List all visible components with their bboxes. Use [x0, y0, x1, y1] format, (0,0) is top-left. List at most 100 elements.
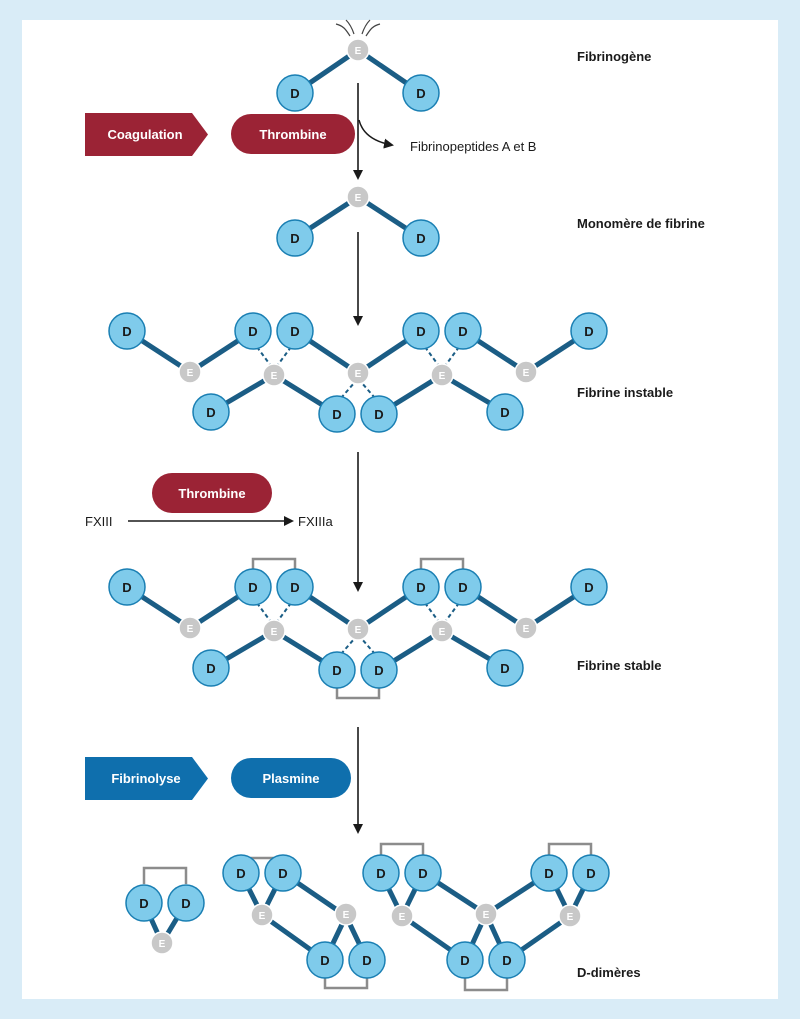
d-domain-label: D	[418, 866, 427, 881]
e-domain-circle	[250, 903, 274, 927]
e-domain-label: E	[355, 193, 362, 204]
noncovalent-bond	[444, 602, 460, 623]
plasmine-label: Plasmine	[262, 771, 319, 786]
e-domain-label: E	[483, 910, 490, 921]
d-domain-circle	[402, 74, 440, 112]
e-domain-circle	[178, 360, 202, 384]
noncovalent-bond	[276, 346, 292, 367]
diagram-panel	[22, 20, 778, 999]
d-domain-circle	[402, 568, 440, 606]
e-domain-label: E	[271, 371, 278, 382]
noncovalent-bond	[424, 346, 440, 367]
d-domain-circle	[348, 941, 386, 979]
d-domain-node: D	[570, 312, 608, 350]
e-domain-node: E	[346, 38, 370, 62]
d-domain-label: D	[376, 866, 385, 881]
d-domain-node: D	[570, 568, 608, 606]
d-domain-node: D	[318, 395, 356, 433]
e-domain-circle	[346, 38, 370, 62]
stage-label-ddimers: D-dimères	[577, 965, 641, 980]
d-domain-node: D	[486, 393, 524, 431]
covalent-crosslink	[142, 866, 188, 884]
plasmine-enzyme: Plasmine	[231, 758, 351, 798]
d-domain-label: D	[332, 407, 341, 422]
d-domain-label: D	[416, 580, 425, 595]
coagulation-arrow-shape	[85, 113, 208, 156]
e-domain-node: E	[558, 904, 582, 928]
d-domain-label: D	[544, 866, 553, 881]
covalent-crosslink	[323, 975, 369, 990]
d-domain-node: D	[318, 651, 356, 689]
fibrinopeptide-release-arrow	[358, 119, 394, 149]
d-domain-circle	[360, 651, 398, 689]
e-domain-node: E	[250, 903, 274, 927]
d-domain-node: D	[446, 941, 484, 979]
d-domain-node: D	[488, 941, 526, 979]
e-domain-node: E	[514, 360, 538, 384]
d-domain-circle	[234, 312, 272, 350]
covalent-crosslink	[419, 557, 465, 573]
d-domain-circle	[108, 568, 146, 606]
e-domain-node: E	[346, 617, 370, 641]
d-domain-node: D	[444, 568, 482, 606]
covalent-crosslink	[335, 684, 381, 700]
covalent-crosslink	[379, 842, 425, 858]
e-domain-circle	[150, 931, 174, 955]
d-domain-circle	[570, 568, 608, 606]
d-domain-node: D	[402, 568, 440, 606]
e-domain-node: E	[390, 904, 414, 928]
e-domain-node: E	[514, 616, 538, 640]
fibrinolyse-process: Fibrinolyse	[85, 757, 208, 800]
e-domain-node: E	[262, 619, 286, 643]
d-domain-circle	[402, 312, 440, 350]
e-domain-circle	[514, 360, 538, 384]
noncovalent-bond	[340, 381, 356, 399]
noncovalent-bond	[424, 602, 440, 623]
d-domain-label: D	[248, 580, 257, 595]
e-domain-node: E	[430, 363, 454, 387]
d-domain-node: D	[402, 312, 440, 350]
d-domain-node: D	[108, 312, 146, 350]
e-domain-circle	[346, 617, 370, 641]
d-domain-label: D	[586, 866, 595, 881]
coagulation-label: Coagulation	[107, 127, 182, 142]
e-domain-circle	[558, 904, 582, 928]
d-domain-label: D	[458, 324, 467, 339]
e-domain-circle	[346, 185, 370, 209]
d-domain-circle	[444, 568, 482, 606]
covalent-crosslink	[463, 975, 509, 992]
e-domain-circle	[430, 619, 454, 643]
stage-label-stable: Fibrine stable	[577, 658, 662, 673]
d-domain-node: D	[276, 74, 314, 112]
d-domain-label: D	[416, 231, 425, 246]
noncovalent-bond	[256, 602, 272, 623]
d-domain-node: D	[234, 568, 272, 606]
d-domain-circle	[486, 393, 524, 431]
noncovalent-bond	[340, 637, 356, 655]
d-domain-circle	[362, 854, 400, 892]
e-domain-label: E	[187, 624, 194, 635]
e-domain-circle	[262, 363, 286, 387]
e-domain-label: E	[159, 939, 166, 950]
e-domain-circle	[346, 361, 370, 385]
e-domain-circle	[262, 619, 286, 643]
noncovalent-bond	[360, 381, 376, 399]
noncovalent-bond	[360, 637, 376, 655]
d-domain-circle	[167, 884, 205, 922]
e-domain-label: E	[523, 368, 530, 379]
e-domain-node: E	[474, 902, 498, 926]
d-domain-node: D	[404, 854, 442, 892]
d-domain-circle	[318, 651, 356, 689]
thrombine-label-2: Thrombine	[178, 486, 245, 501]
d-domain-label: D	[248, 324, 257, 339]
d-domain-circle	[276, 312, 314, 350]
d-domain-label: D	[416, 324, 425, 339]
e-domain-label: E	[523, 624, 530, 635]
covalent-crosslink	[251, 557, 297, 573]
e-domain-node: E	[150, 931, 174, 955]
d-domain-circle	[222, 854, 260, 892]
d-domain-label: D	[320, 953, 329, 968]
fxiii-label: FXIII	[85, 514, 112, 529]
